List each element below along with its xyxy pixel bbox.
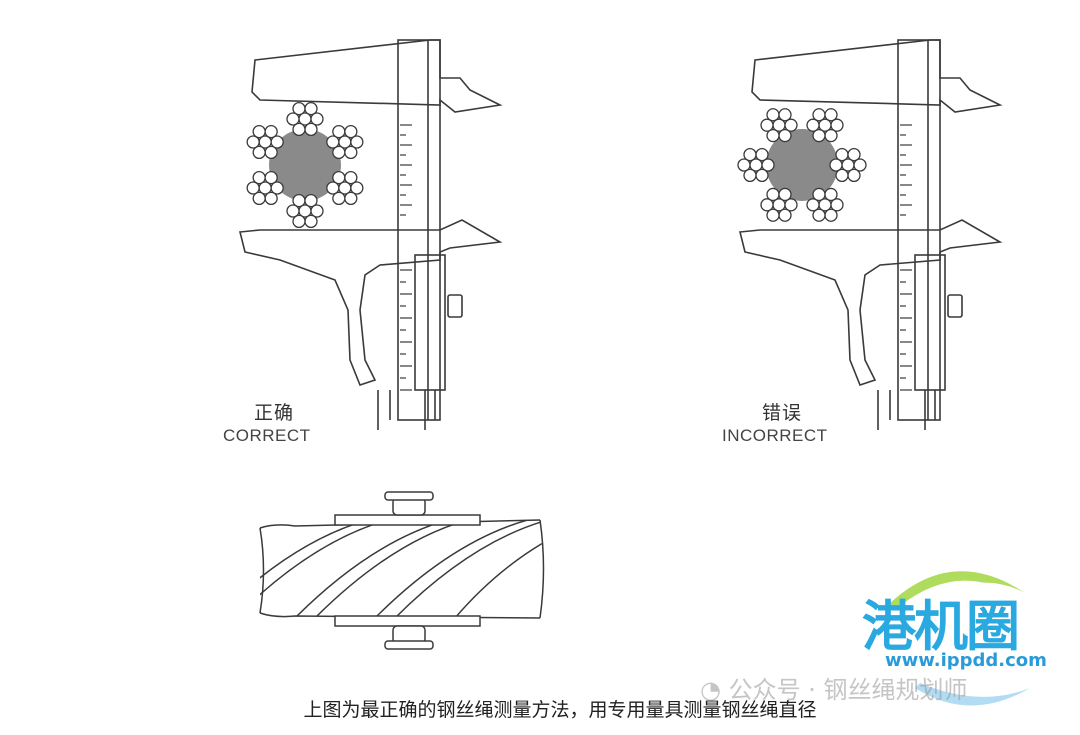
- correct-measurement-figure: 正确 CORRECT: [200, 20, 520, 460]
- ippdd-logo-graphic: [885, 571, 1030, 706]
- caliper-scale-ticks: [400, 124, 412, 391]
- rope-strand: [737, 147, 775, 183]
- caliper-vernier: [414, 254, 446, 391]
- rope-cross-section-incorrect: [737, 108, 867, 222]
- caliper-lock-screw: [447, 294, 463, 318]
- rope-side-view-figure: [255, 478, 555, 678]
- rope-top-edge: [259, 519, 541, 529]
- rope-strand: [760, 108, 798, 143]
- label-correct-cn: 正确: [254, 402, 295, 424]
- caliper-scale-ticks: [900, 124, 912, 391]
- caliper-lower-jaw: [238, 219, 503, 386]
- watermark-text: ◔ 公众号 · 钢丝绳规划师: [700, 676, 968, 704]
- caliper-lower-jaw: [738, 219, 1003, 386]
- label-incorrect-en: INCORRECT: [722, 426, 828, 445]
- incorrect-measurement-figure: 错误 INCORRECT: [700, 20, 1020, 460]
- caliper-correct-diagram: [238, 39, 503, 430]
- rope-strand: [326, 170, 364, 206]
- rope-strand: [246, 170, 284, 206]
- caliper-beam: [397, 39, 441, 421]
- rope-core: [269, 129, 341, 201]
- caliper-incorrect-diagram: [737, 39, 1003, 430]
- rope-strand: [806, 187, 844, 222]
- figure-caption: 上图为最正确的钢丝绳测量方法，用专用量具测量钢丝绳直径: [303, 699, 817, 721]
- label-incorrect-cn: 错误: [762, 402, 803, 424]
- rope-core: [766, 129, 838, 201]
- label-correct-en: CORRECT: [223, 426, 311, 445]
- logo-text: 港机圈: [862, 595, 1020, 658]
- rope-bottom-edge: [259, 612, 541, 619]
- caliper-vernier: [914, 254, 946, 391]
- rope-strand: [806, 108, 844, 143]
- rope-strand: [246, 124, 284, 160]
- caliper-upper-jaw: [251, 39, 503, 113]
- wechat-icon: ◔: [700, 676, 721, 704]
- caliper-beam: [897, 39, 941, 421]
- rope-side-view-diagram: [259, 491, 545, 650]
- rope-strand: [829, 147, 867, 183]
- rope-strand: [286, 193, 324, 229]
- upper-measuring-plate: [334, 514, 481, 526]
- rope-strand: [760, 187, 798, 222]
- rope-strands: [260, 520, 543, 618]
- rope-strand: [286, 101, 324, 137]
- caliper-lock-screw: [947, 294, 963, 318]
- rope-cross-section-correct: [246, 101, 364, 229]
- caliper-upper-jaw: [751, 39, 1003, 113]
- rope-strand: [326, 124, 364, 160]
- lower-measuring-plate: [334, 615, 481, 627]
- logo-url: www.ippdd.com: [885, 650, 1047, 671]
